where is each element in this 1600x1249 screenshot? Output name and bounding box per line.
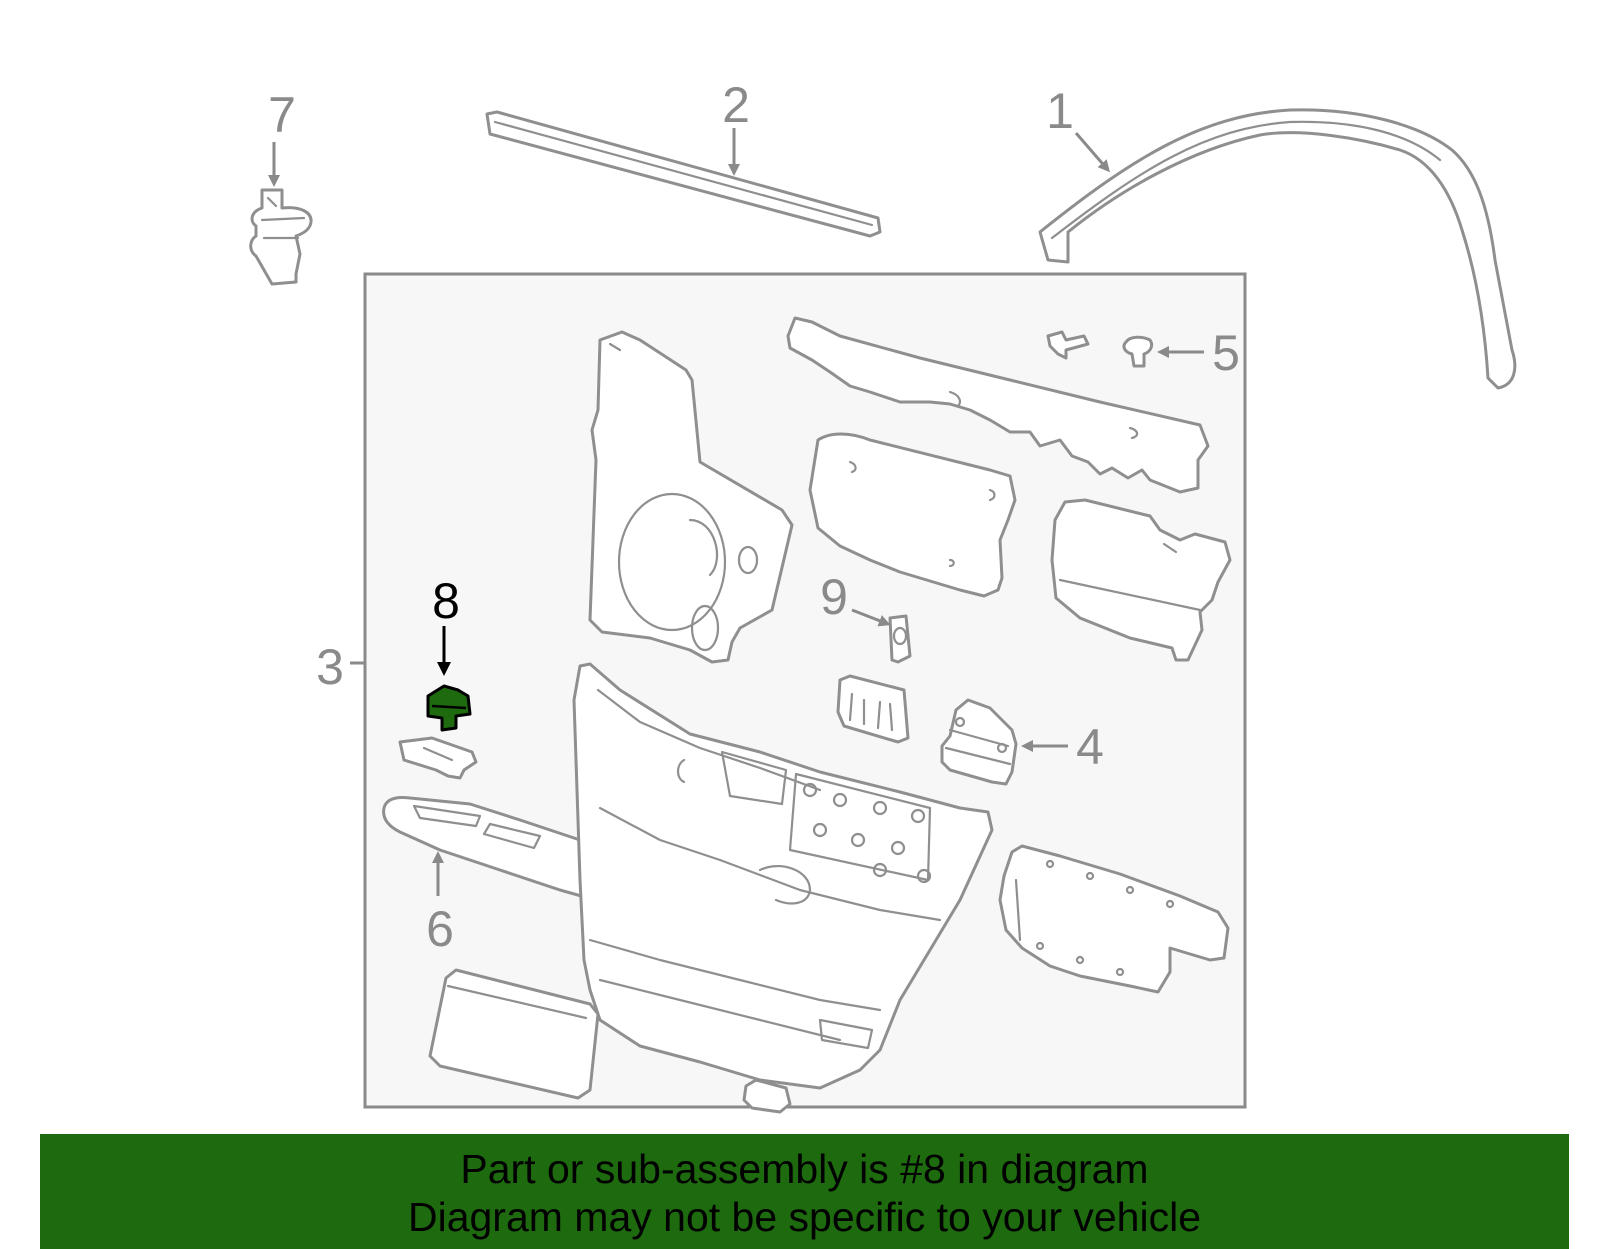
part-8-highlighted[interactable] bbox=[426, 684, 472, 732]
door-trim-panel bbox=[572, 662, 994, 1090]
upper-trim-panel bbox=[786, 316, 1210, 494]
callout-9: 9 bbox=[820, 569, 848, 625]
part-7-clip bbox=[249, 188, 313, 286]
part-4-bracket bbox=[940, 698, 1018, 786]
leader-1 bbox=[1074, 132, 1110, 173]
callout-2: 2 bbox=[722, 77, 750, 133]
parts-diagram: 1 2 3 4 5 6 7 8 9 bbox=[249, 77, 1517, 1114]
callout-1: 1 bbox=[1046, 83, 1074, 139]
map-pocket bbox=[998, 844, 1230, 994]
callout-6: 6 bbox=[426, 901, 454, 957]
callout-7: 7 bbox=[268, 87, 296, 143]
lower-insert bbox=[428, 968, 600, 1100]
banner-line-1: Part or sub-assembly is #8 in diagram bbox=[460, 1146, 1149, 1192]
callout-4: 4 bbox=[1076, 719, 1104, 775]
leader-9 bbox=[851, 608, 891, 627]
part-1-weatherstrip bbox=[1038, 108, 1517, 390]
callout-8: 8 bbox=[432, 573, 460, 629]
part-5-push-pins bbox=[1046, 330, 1154, 368]
reinforcement-panel bbox=[808, 432, 1017, 598]
info-banner: Part or sub-assembly is #8 in diagram Di… bbox=[40, 1134, 1569, 1249]
banner-line-2: Diagram may not be specific to your vehi… bbox=[407, 1194, 1201, 1240]
switch-bracket bbox=[836, 674, 910, 744]
small-reflector bbox=[742, 1078, 792, 1114]
part-9-retainer bbox=[888, 614, 912, 664]
speaker-panel bbox=[588, 330, 794, 664]
callout-3: 3 bbox=[316, 639, 344, 695]
part-2-belt-molding bbox=[485, 110, 882, 238]
small-clip bbox=[398, 736, 478, 780]
right-back-panel bbox=[1050, 498, 1232, 662]
callout-5: 5 bbox=[1212, 325, 1240, 381]
